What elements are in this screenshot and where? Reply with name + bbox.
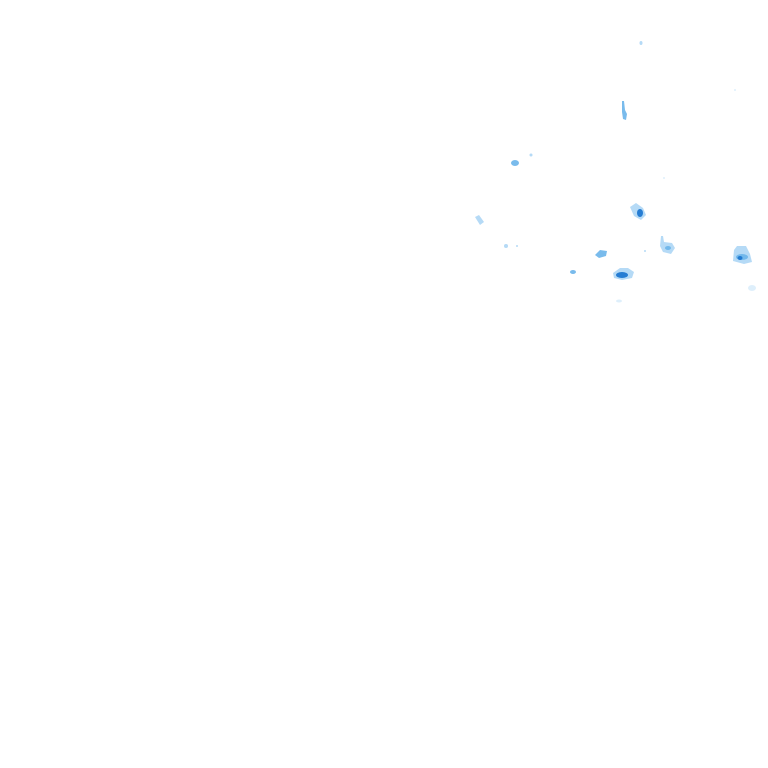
precip-cell: [595, 250, 607, 258]
precip-cell: [511, 160, 519, 166]
precip-cell: [516, 245, 518, 247]
precip-cell: [475, 215, 484, 225]
precip-cell-core: [737, 256, 743, 260]
precip-cell: [748, 285, 756, 291]
precip-cell-core: [637, 209, 643, 217]
precip-cell: [504, 244, 508, 248]
precip-cell-core: [616, 272, 628, 278]
precip-cell: [665, 246, 671, 250]
precip-cell: [660, 236, 675, 254]
precip-cell: [616, 299, 622, 303]
precip-cell: [529, 153, 533, 157]
precip-cell: [644, 250, 646, 252]
precip-cell: [734, 89, 736, 91]
precip-cell: [622, 101, 627, 120]
precip-cell: [663, 177, 665, 179]
precipitation-cells: [475, 41, 756, 303]
precip-cell: [570, 270, 576, 274]
precip-cell: [639, 41, 643, 45]
